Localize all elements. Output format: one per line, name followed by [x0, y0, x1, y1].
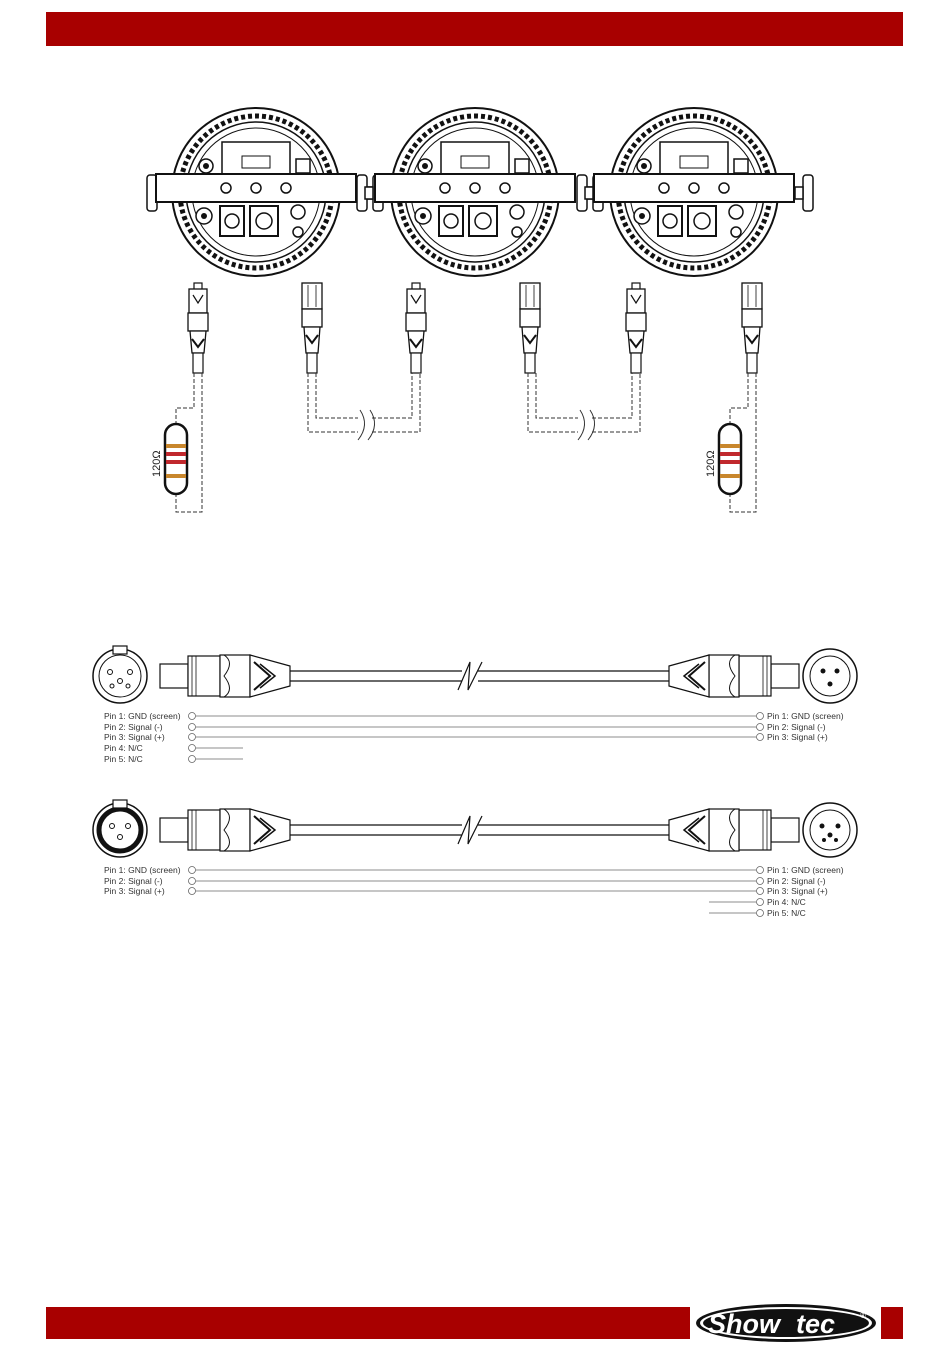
pin-label: Pin 5: N/C: [767, 908, 806, 918]
pin-label: Pin 2: Signal (-): [104, 722, 163, 732]
footer-bar: [46, 1307, 690, 1339]
registered-mark: ®: [860, 1311, 866, 1320]
pin-label: Pin 3: Signal (+): [767, 886, 828, 896]
pin-label: Pin 4: N/C: [767, 897, 806, 907]
pin-label: Pin 2: Signal (-): [104, 876, 163, 886]
pin-label: Pin 3: Signal (+): [767, 732, 828, 742]
logo-text-tec: tec: [796, 1309, 835, 1339]
footer-bar-end: [881, 1307, 903, 1339]
pin-label: Pin 2: Signal (-): [767, 722, 826, 732]
pin-label: Pin 1: GND (screen): [767, 711, 844, 721]
5pin-male-connector-face: [803, 803, 857, 857]
pin-label: Pin 4: N/C: [104, 743, 143, 753]
pin-label: Pin 1: GND (screen): [767, 865, 844, 875]
showtec-logo: Show tec ®: [694, 1302, 878, 1344]
logo-text-show: Show: [708, 1309, 782, 1339]
pin-label: Pin 3: Signal (+): [104, 732, 165, 742]
cable-3pin-to-5pin-wiring: [189, 867, 764, 917]
pin-label: Pin 2: Signal (-): [767, 876, 826, 886]
pin-label: Pin 3: Signal (+): [104, 886, 165, 896]
pin-label: Pin 1: GND (screen): [104, 865, 181, 875]
cable-5pin-to-3pin-wiring: [189, 713, 764, 763]
3pin-male-connector-face: [803, 649, 857, 703]
5pin-female-connector-face: [93, 649, 147, 703]
pin-label: Pin 5: N/C: [104, 754, 143, 764]
pin-label: Pin 1: GND (screen): [104, 711, 181, 721]
cable-3pin-to-5pin-drawing: [93, 800, 857, 857]
cable-5pin-to-3pin-drawing: [93, 646, 857, 703]
